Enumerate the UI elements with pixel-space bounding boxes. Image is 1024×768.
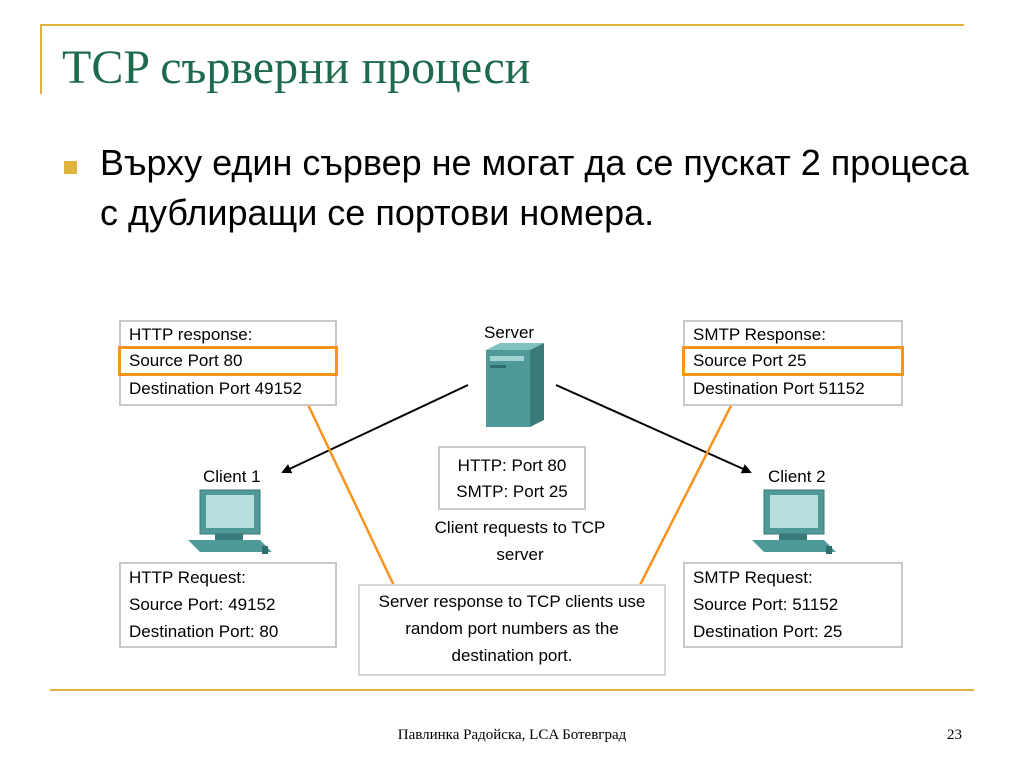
smtp-request-destination: Destination Port: 25 [693, 622, 843, 641]
frame-bottom-rule [50, 689, 974, 691]
client-requests-caption-line-1: Client requests to TCP [434, 518, 606, 537]
server-icon [486, 343, 544, 427]
http-response-box: HTTP response: Source Port 80 Destinatio… [118, 320, 338, 406]
smtp-request-box: SMTP Request: Source Port: 51152 Destina… [683, 562, 903, 648]
smtp-response-box: SMTP Response: Source Port 25 Destinatio… [682, 320, 904, 406]
http-response-destination: Destination Port 49152 [129, 379, 302, 398]
client-requests-caption: Client requests to TCP server [400, 514, 640, 568]
smtp-response-header: SMTP Response: [693, 325, 826, 344]
http-request-box: HTTP Request: Source Port: 49152 Destina… [119, 562, 337, 648]
arrow-server-to-client1 [281, 384, 469, 474]
http-response-header: HTTP response: [129, 325, 253, 344]
server-port-http: HTTP: Port 80 [457, 456, 567, 475]
bullet-square-icon [64, 161, 77, 174]
client2-computer-icon [752, 489, 836, 554]
smtp-request-header: SMTP Request: [693, 568, 813, 587]
http-request-header: HTTP Request: [129, 568, 246, 587]
smtp-response-source-highlight [682, 346, 904, 376]
http-request-destination: Destination Port: 80 [129, 622, 279, 641]
server-response-caption-line-2: random port numbers as the [405, 619, 619, 638]
server-ports-box: HTTP: Port 80 SMTP: Port 25 [438, 446, 586, 510]
http-request-source: Source Port: 49152 [129, 595, 276, 614]
client2-label: Client 2 [768, 467, 826, 486]
frame-top-rule [40, 24, 964, 26]
server-response-caption-line-3: destination port. [451, 646, 573, 665]
client1-label: Client 1 [203, 467, 261, 486]
server-label: Server [484, 323, 535, 342]
smtp-response-source: Source Port 25 [693, 351, 807, 370]
http-response-source-highlight [118, 346, 338, 376]
smtp-response-destination: Destination Port 51152 [693, 379, 865, 398]
smtp-request-source: Source Port: 51152 [693, 595, 839, 614]
client1-computer-icon [188, 489, 272, 554]
client-requests-caption-line-2: server [496, 545, 544, 564]
http-response-source: Source Port 80 [129, 351, 243, 370]
arrow-caption-to-smtp-response [638, 390, 740, 586]
arrow-caption-to-http-response [300, 390, 398, 591]
bullet-text: Върху един сървер не могат да се пускат … [100, 142, 969, 233]
arrow-server-to-client2 [555, 384, 752, 474]
server-response-caption-line-1: Server response to TCP clients use [378, 592, 646, 611]
server-port-smtp: SMTP: Port 25 [456, 482, 568, 501]
slide-title: TCP сърверни процеси [62, 41, 531, 94]
server-response-caption-box: Server response to TCP clients use rando… [358, 584, 666, 676]
frame-left-rule [40, 24, 42, 94]
page-number: 23 [947, 727, 962, 743]
slide-footer: Павлинка Радойска, LCA Ботевград [397, 727, 627, 743]
server-response-caption: Server response to TCP clients use rando… [360, 588, 664, 669]
